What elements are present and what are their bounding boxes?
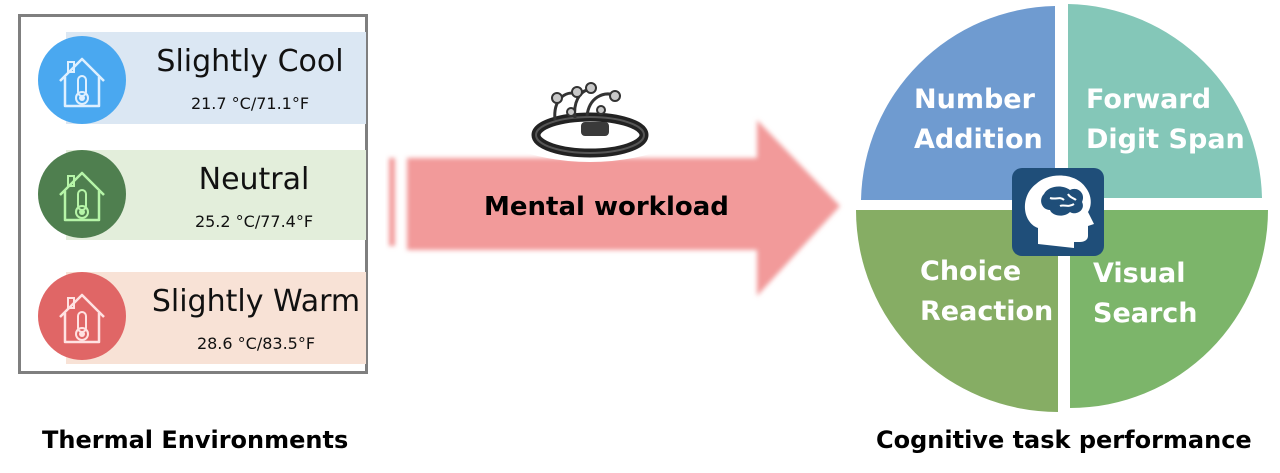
house-thermometer-icon [38,36,126,124]
cognitive-task-caption: Cognitive task performance [876,426,1252,454]
quadrant-number-addition [861,6,1055,200]
quadrant-label-number-addition: Number Addition [914,80,1043,160]
house-thermometer-icon [38,272,126,360]
condition-name: Neutral [198,162,310,197]
quadrant-label-line: Forward [1086,84,1212,115]
condition-temperature: 28.6 °C/83.5°F [196,334,316,353]
quadrant-label-forward-digit-span: Forward Digit Span [1086,80,1245,160]
mental-workload-label: Mental workload [484,192,729,222]
quadrant-choice-reaction [856,210,1058,412]
thermal-environments-caption: Thermal Environments [42,426,349,454]
quadrant-forward-digit-span [1068,4,1262,200]
quadrant-label-line: Digit Span [1086,124,1245,155]
condition-name: Slightly Warm [151,284,361,319]
quadrant-label-visual-search: Visual Search [1093,254,1198,334]
quadrant-label-line: Number [914,84,1035,115]
eeg-headset-icon [531,82,649,158]
condition-temperature: 25.2 °C/77.4°F [194,212,314,231]
house-thermometer-icon [38,150,126,238]
quadrant-label-line: Reaction [920,296,1054,327]
quadrant-label-line: Choice [920,256,1022,287]
condition-temperature: 21.7 °C/71.1°F [190,94,310,113]
quadrant-visual-search [1070,210,1268,408]
quadrant-label-line: Search [1093,298,1198,329]
brain-head-icon [1012,168,1104,256]
quadrant-label-choice-reaction: Choice Reaction [920,252,1053,332]
quadrant-label-line: Addition [914,124,1043,155]
condition-name: Slightly Cool [156,44,344,79]
quadrant-label-line: Visual [1093,258,1186,289]
cognitive-task-circle [856,4,1268,412]
